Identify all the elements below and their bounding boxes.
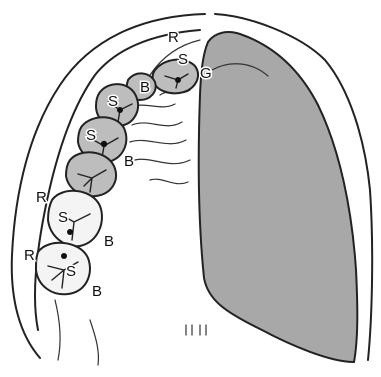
label-r-left-1: R — [36, 189, 47, 206]
label-s-premolar: S — [178, 51, 188, 68]
label-r-left-2: R — [24, 247, 35, 264]
molar-4-dot — [67, 229, 73, 235]
shaded-region — [199, 32, 358, 362]
left-ridge-lines — [55, 300, 98, 365]
label-g: G — [200, 65, 212, 82]
label-b-molar-3: B — [92, 283, 102, 300]
label-b-molar-2: B — [104, 233, 114, 250]
label-b-premolar: B — [140, 79, 150, 96]
label-s-molar-3: S — [58, 209, 68, 226]
molar-4 — [48, 191, 102, 246]
molar-5 — [36, 243, 90, 294]
molar-5-dot — [61, 253, 67, 259]
label-s-molar-2: S — [86, 127, 96, 144]
label-s-molar-4: S — [66, 263, 76, 280]
molar-2-dot — [101, 141, 107, 147]
label-b-molar-1: B — [124, 153, 134, 170]
label-r-top: R — [168, 29, 179, 46]
premolar-tooth — [153, 60, 198, 94]
premolar-dot — [175, 77, 181, 83]
papilla-marks — [186, 325, 206, 335]
label-s-molar-1: S — [108, 93, 118, 110]
